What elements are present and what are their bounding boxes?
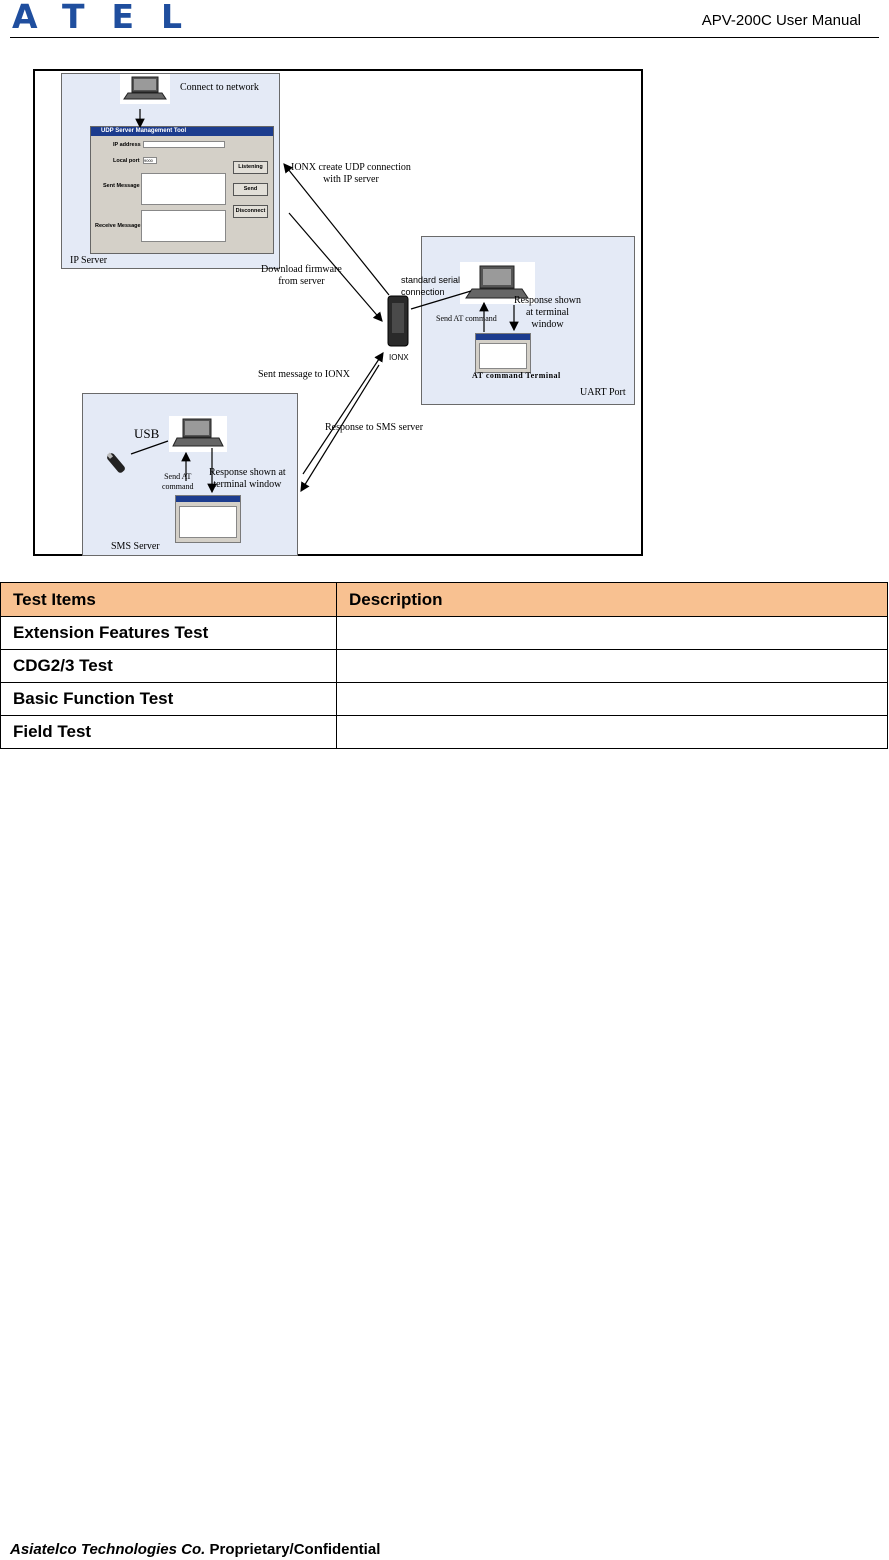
at-terminal-label: AT command Terminal [472,371,561,380]
sent-message-arrow-label: Sent message to IONX [258,369,350,380]
laptop-icon [169,416,227,452]
ip-server-panel: Connect to network UDP Server Management… [61,73,280,269]
column-header-test-items: Test Items [0,582,337,617]
test-items-table: Test Items Description Extension Feature… [0,582,888,749]
description-cell [336,682,888,716]
udp-window-title: UDP Server Management Tool [91,127,273,136]
download-firmware-label: Download firmware from server [261,264,342,287]
footer-company: Asiatelco Technologies Co. [10,1541,206,1558]
sms-server-panel: USB Send AT command Response shown at te… [82,393,298,556]
column-header-description: Description [336,582,888,617]
description-cell [336,616,888,650]
ionx-label: IONX [389,353,409,362]
test-item-cell: Field Test [0,715,337,749]
test-item-cell: Basic Function Test [0,682,337,716]
usb-label: USB [134,426,160,441]
uart-port-panel: Send AT command Response shown at termin… [421,236,635,405]
disconnect-button: Disconnect [233,205,268,218]
ip-address-field [143,141,225,148]
sent-message-label: Sent Message [103,183,140,189]
description-cell [336,715,888,749]
sent-message-field [141,173,226,205]
description-cell [336,649,888,683]
sms-response-label: Response shown at terminal window [209,467,286,490]
sms-terminal-window-icon [175,495,241,543]
ip-server-label: IP Server [70,255,108,266]
connection-arrows [130,109,519,494]
laptop-icon [120,74,170,104]
table-row: Extension Features Test [0,616,888,650]
local-port-field: 9000 [143,157,157,164]
connect-to-network-label: Connect to network [180,82,259,93]
ip-address-label: IP address [113,142,141,148]
local-port-label: Local port [113,158,140,164]
table-header-row: Test Items Description [0,582,888,617]
footer-notice: Proprietary/Confidential [209,1541,381,1558]
ionx-device-icon [387,295,409,347]
laptop-icon [460,262,535,304]
udp-server-window: UDP Server Management Tool IP address Lo… [90,126,274,254]
uart-port-label: UART Port [580,387,626,398]
usb-modem-icon [103,450,131,476]
test-item-cell: Extension Features Test [0,616,337,650]
response-sms-arrow-label: Response to SMS server [325,422,424,433]
serial-connection-label: standard serial connection [401,275,461,297]
receive-message-label: Receive Message [95,223,141,229]
test-setup-diagram: Connect to network UDP Server Management… [33,69,643,556]
company-logo: ATEL [12,0,210,36]
uart-send-at-label: Send AT command [436,314,497,323]
send-button: Send [233,183,268,196]
header-divider [10,37,879,38]
sms-server-label: SMS Server [111,541,160,552]
table-row: CDG2/3 Test [0,649,888,683]
document-title: APV-200C User Manual [701,12,861,29]
table-row: Basic Function Test [0,682,888,716]
page-footer: Asiatelco Technologies Co. Proprietary/C… [10,1541,380,1558]
at-terminal-window-icon [475,333,531,373]
test-item-cell: CDG2/3 Test [0,649,337,683]
udp-connection-label: IONX create UDP connection with IP serve… [291,162,411,185]
listening-button: Listening [233,161,268,174]
uart-response-label: Response shown at terminal window [514,295,581,330]
receive-message-field [141,210,226,242]
table-row: Field Test [0,715,888,749]
